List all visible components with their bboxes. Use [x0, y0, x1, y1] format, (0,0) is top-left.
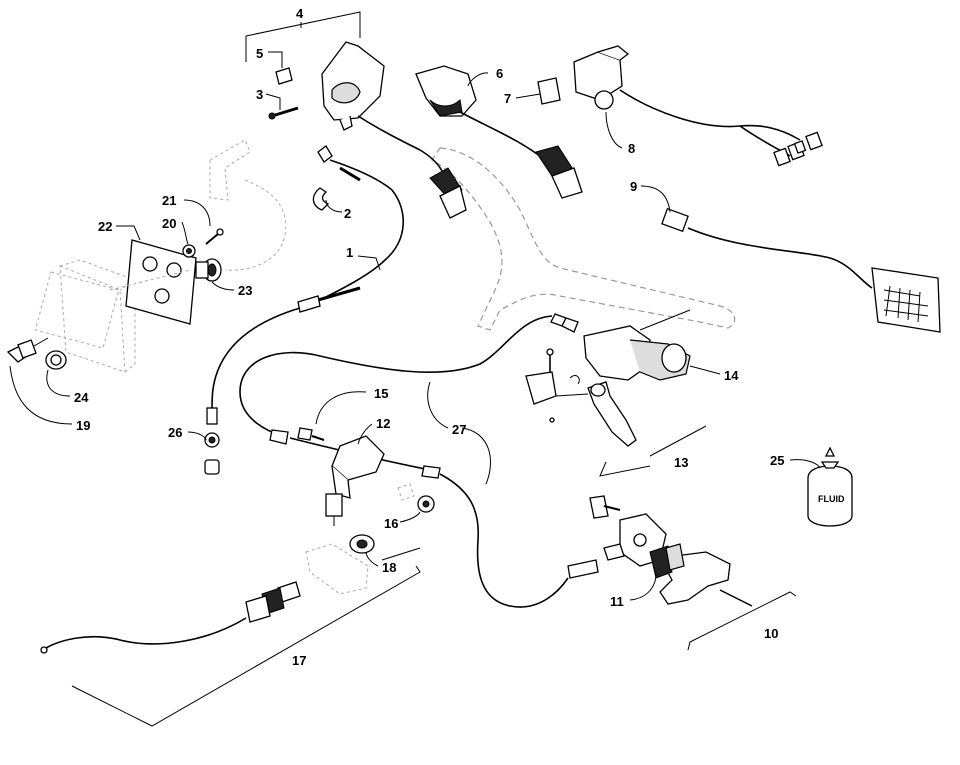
callout-10: 10 — [764, 626, 778, 641]
fitting-19 — [6, 337, 49, 363]
reverse-cable-17 — [40, 543, 421, 727]
nut-16 — [397, 483, 435, 513]
callout-27: 27 — [452, 422, 466, 437]
callout-16: 16 — [384, 516, 398, 531]
callout-labels: 4 5 3 6 7 8 9 2 1 22 20 21 23 24 19 26 2… — [74, 6, 784, 668]
clip-2 — [312, 187, 330, 211]
decal-5 — [275, 67, 293, 85]
connector-lower — [429, 167, 467, 219]
nut-20 — [182, 244, 196, 258]
callout-8: 8 — [628, 141, 635, 156]
callout-24: 24 — [74, 390, 89, 405]
callout-2: 2 — [344, 206, 351, 221]
callout-13: 13 — [674, 455, 688, 470]
callout-18: 18 — [382, 560, 396, 575]
control-box — [34, 239, 197, 373]
callout-15: 15 — [374, 386, 388, 401]
callout-7: 7 — [504, 91, 511, 106]
brake-switch-12 — [325, 435, 385, 526]
bushing-23 — [195, 258, 222, 282]
grip-housing-6 — [415, 65, 583, 199]
callout-17: 17 — [292, 653, 306, 668]
screw-3 — [268, 106, 299, 120]
callout-19: 19 — [76, 418, 90, 433]
callout-20: 20 — [162, 216, 176, 231]
screw-15 — [297, 427, 325, 441]
brake-pads-11 — [649, 543, 685, 579]
throttle-housing — [321, 41, 447, 196]
callout-9: 9 — [630, 179, 637, 194]
bracket-4 — [245, 11, 361, 62]
throttle-cable-1 — [204, 145, 404, 475]
heater-element-9 — [661, 207, 941, 333]
handlebar-outline — [431, 147, 736, 331]
lever-assembly-13 — [525, 348, 707, 477]
callout-23: 23 — [238, 283, 252, 298]
callout-11: 11 — [610, 594, 624, 609]
callout-5: 5 — [256, 46, 263, 61]
fluid-bottle-25: FLUID — [807, 446, 853, 527]
pin-21 — [205, 228, 224, 245]
callout-22: 22 — [98, 219, 112, 234]
decal-7 — [537, 77, 561, 105]
washer-24 — [45, 350, 67, 370]
leader-lines — [9, 51, 821, 601]
callout-21: 21 — [162, 193, 176, 208]
switch-block-8 — [573, 45, 823, 167]
callout-14: 14 — [724, 368, 739, 383]
callout-3: 3 — [256, 87, 263, 102]
console-ghost — [209, 139, 287, 271]
fluid-bottle-label: FLUID — [818, 494, 845, 504]
brake-lever-14 — [583, 309, 691, 381]
brake-cable-27 — [239, 313, 599, 608]
callout-25: 25 — [770, 453, 784, 468]
callout-4: 4 — [296, 6, 304, 21]
callout-26: 26 — [168, 425, 182, 440]
callout-1: 1 — [346, 245, 353, 260]
bushing-18 — [349, 534, 375, 554]
callout-6: 6 — [496, 66, 503, 81]
callout-12: 12 — [376, 416, 390, 431]
